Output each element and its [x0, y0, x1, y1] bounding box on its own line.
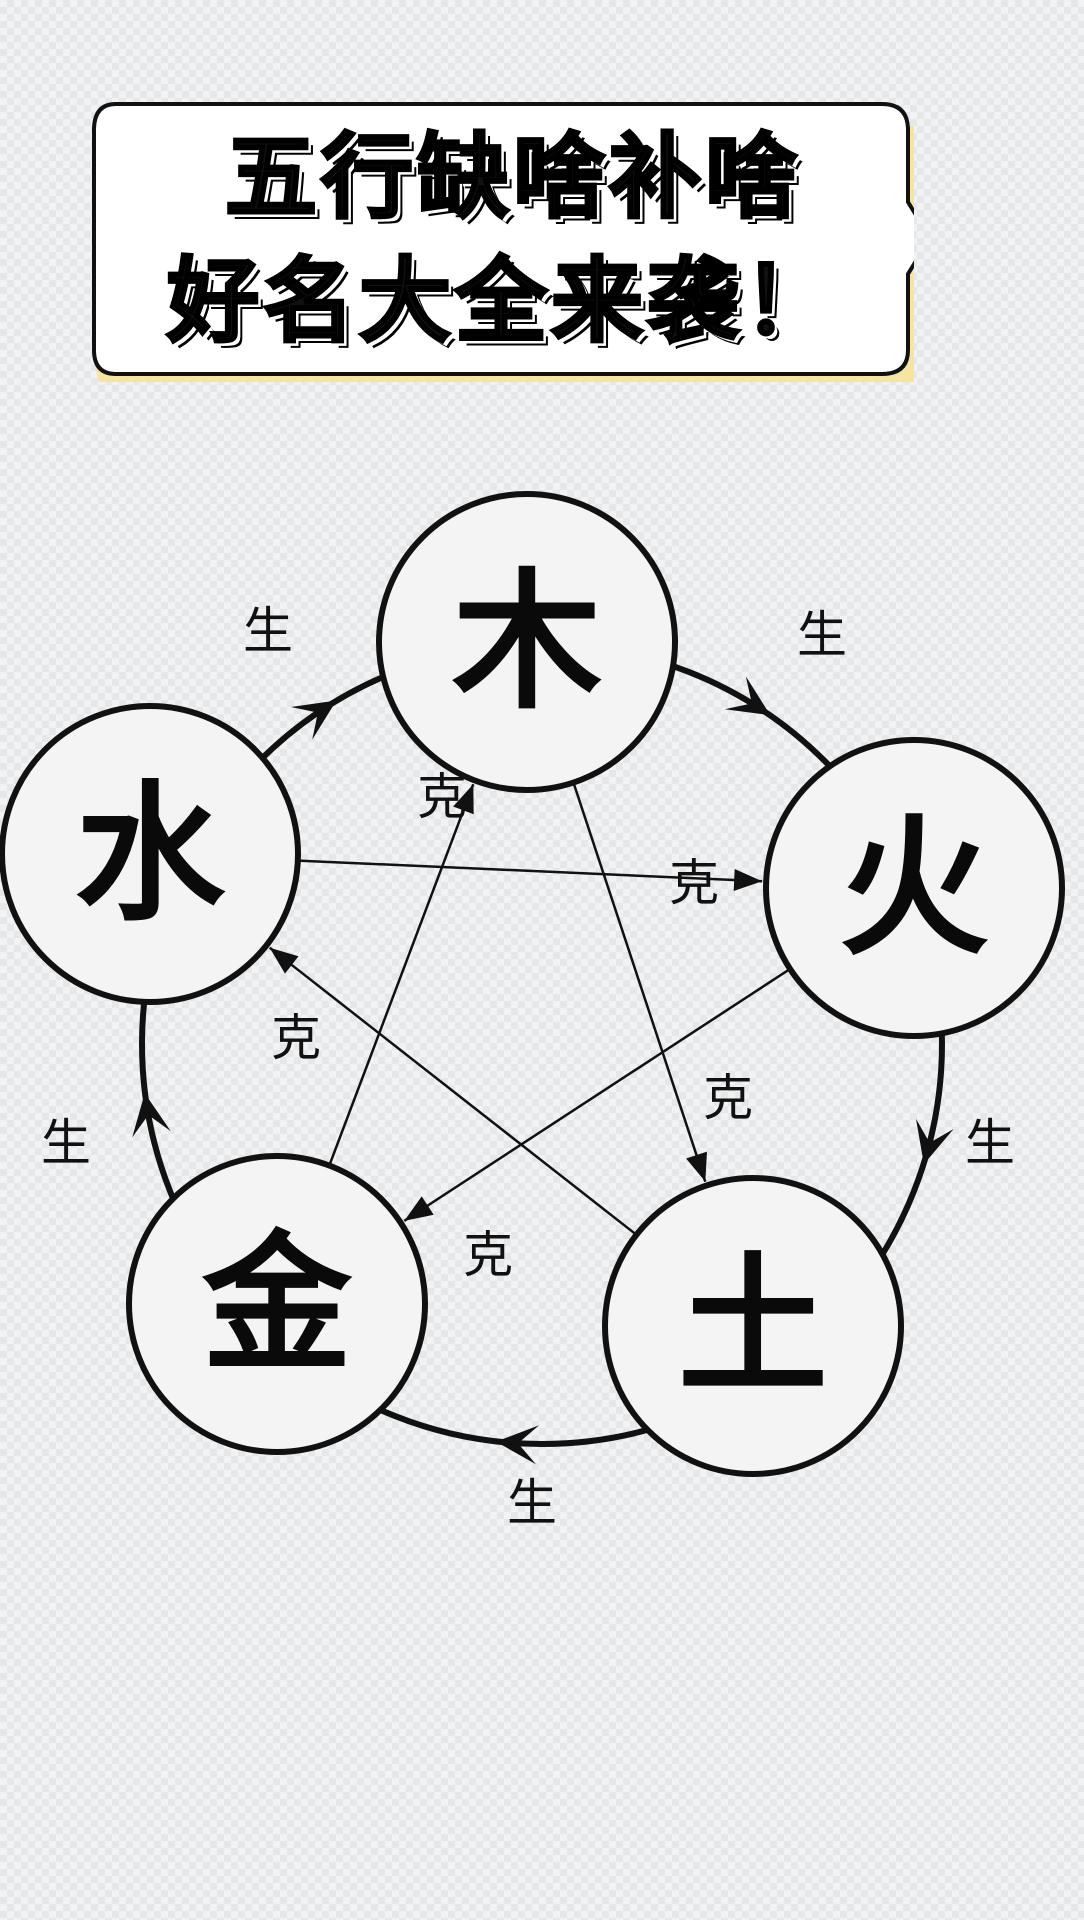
- title-banner: 五行缺啥补啥 好名大全来袭！: [92, 100, 914, 382]
- element-circle-fire: [763, 737, 1065, 1039]
- banner-title-line-2: 好名大全来袭！: [165, 248, 839, 355]
- generate-label-1: 生: [243, 602, 293, 660]
- generate-label-4: 生: [507, 1474, 557, 1532]
- overcome-arrowhead-wood-earth: [686, 1151, 707, 1182]
- element-circle-earth: [602, 1175, 904, 1477]
- speech-bubble: [92, 102, 914, 382]
- overcome-line-metal-wood: [328, 783, 475, 1166]
- bubble-body: [92, 102, 914, 376]
- element-circle-wood: [376, 491, 678, 793]
- overcome-label-3: 克: [271, 1009, 321, 1067]
- overcome-arrowhead-metal-wood: [453, 784, 474, 815]
- generate-arrowhead-earth-metal: [495, 1425, 539, 1465]
- element-circle-water: [0, 703, 301, 1005]
- element-label-wood: 木: [452, 556, 602, 730]
- overcome-line-earth-water: [268, 946, 638, 1236]
- overcome-line-fire-metal: [403, 967, 791, 1222]
- overcome-line-water-fire: [297, 859, 763, 883]
- generate-label-2: 生: [797, 606, 847, 664]
- generate-label-5: 生: [41, 1114, 91, 1172]
- overcome-label-1: 克: [417, 768, 467, 826]
- overcome-label-2: 克: [669, 854, 719, 912]
- banner-title-line-1: 五行缺啥补啥: [223, 124, 801, 231]
- generate-arrowhead-fire-earth: [915, 1118, 954, 1165]
- overcome-arrowhead-water-fire: [733, 869, 763, 891]
- five-elements-diagram: 木火土金水生生生生生克克克克克: [0, 491, 1065, 1532]
- overcome-arrowhead-fire-metal: [404, 1196, 434, 1221]
- element-label-earth: 土: [678, 1240, 828, 1414]
- overcome-line-wood-earth: [572, 782, 707, 1183]
- overcome-arrowhead-earth-water: [269, 947, 299, 974]
- generate-arrowhead-water-wood: [290, 700, 337, 740]
- overcome-label-5: 克: [463, 1226, 513, 1284]
- overcome-label-4: 克: [703, 1069, 753, 1127]
- element-circle-metal: [126, 1153, 428, 1455]
- element-label-water: 水: [75, 768, 226, 942]
- generate-arrowhead-metal-water: [132, 1093, 171, 1138]
- element-label-fire: 火: [839, 802, 989, 976]
- generate-label-3: 生: [965, 1114, 1015, 1172]
- generate-arrowhead-wood-fire: [724, 676, 771, 716]
- element-label-metal: 金: [201, 1218, 353, 1392]
